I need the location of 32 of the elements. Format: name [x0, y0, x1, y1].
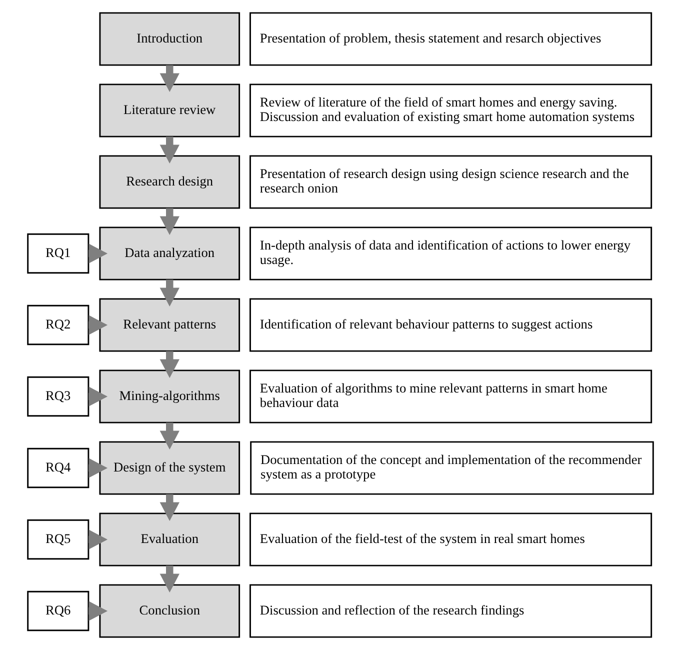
- node-box: Design of the system: [99, 441, 240, 495]
- node-box: In-depth analysis of data and identification of actions to lower energy usage.: [250, 226, 652, 280]
- node-box: Evaluation of algorithms to mine relevant patterns in smart home behaviour data: [250, 370, 652, 424]
- node-box: Evaluation of the field-test of the system in real smart homes: [250, 512, 652, 566]
- arrow: [160, 351, 180, 378]
- node-box: Research design: [99, 155, 240, 209]
- node-box: RQ2: [27, 304, 90, 346]
- node-box: Evaluation: [99, 512, 240, 566]
- arrow: [160, 208, 180, 235]
- node-box: RQ1: [27, 233, 90, 274]
- node-box: RQ6: [27, 590, 90, 632]
- arrow: [160, 136, 180, 164]
- arrow: [160, 566, 180, 592]
- node-box: RQ5: [27, 519, 90, 560]
- node-box: Identification of relevant behaviour patterns to suggest actions: [250, 298, 652, 352]
- node-box: Data analyzation: [99, 226, 240, 280]
- arrow: [160, 65, 180, 92]
- node-box: Introduction: [99, 12, 240, 66]
- node-box: Discussion and reflection of the research findings: [250, 584, 652, 638]
- node-box: Presentation of research design using design science research and the research onion: [250, 155, 652, 209]
- node-box: Presentation of problem, thesis statement and resarch objectives: [250, 12, 652, 66]
- arrow: [160, 280, 180, 306]
- node-box: Mining-algorithms: [99, 370, 240, 424]
- node-box: Documentation of the concept and implementation of the recommender system as a prototype: [250, 441, 654, 495]
- node-box: Conclusion: [99, 584, 240, 638]
- arrow: [160, 422, 180, 450]
- arrow: [160, 494, 180, 521]
- node-box: Literature review: [99, 84, 240, 138]
- node-box: Review of literature of the field of smart homes and energy saving. Discussion and evaluation of existing smart home automation systems: [250, 84, 652, 138]
- node-box: RQ3: [27, 376, 90, 417]
- node-box: Relevant patterns: [99, 298, 240, 352]
- node-box: RQ4: [27, 448, 90, 488]
